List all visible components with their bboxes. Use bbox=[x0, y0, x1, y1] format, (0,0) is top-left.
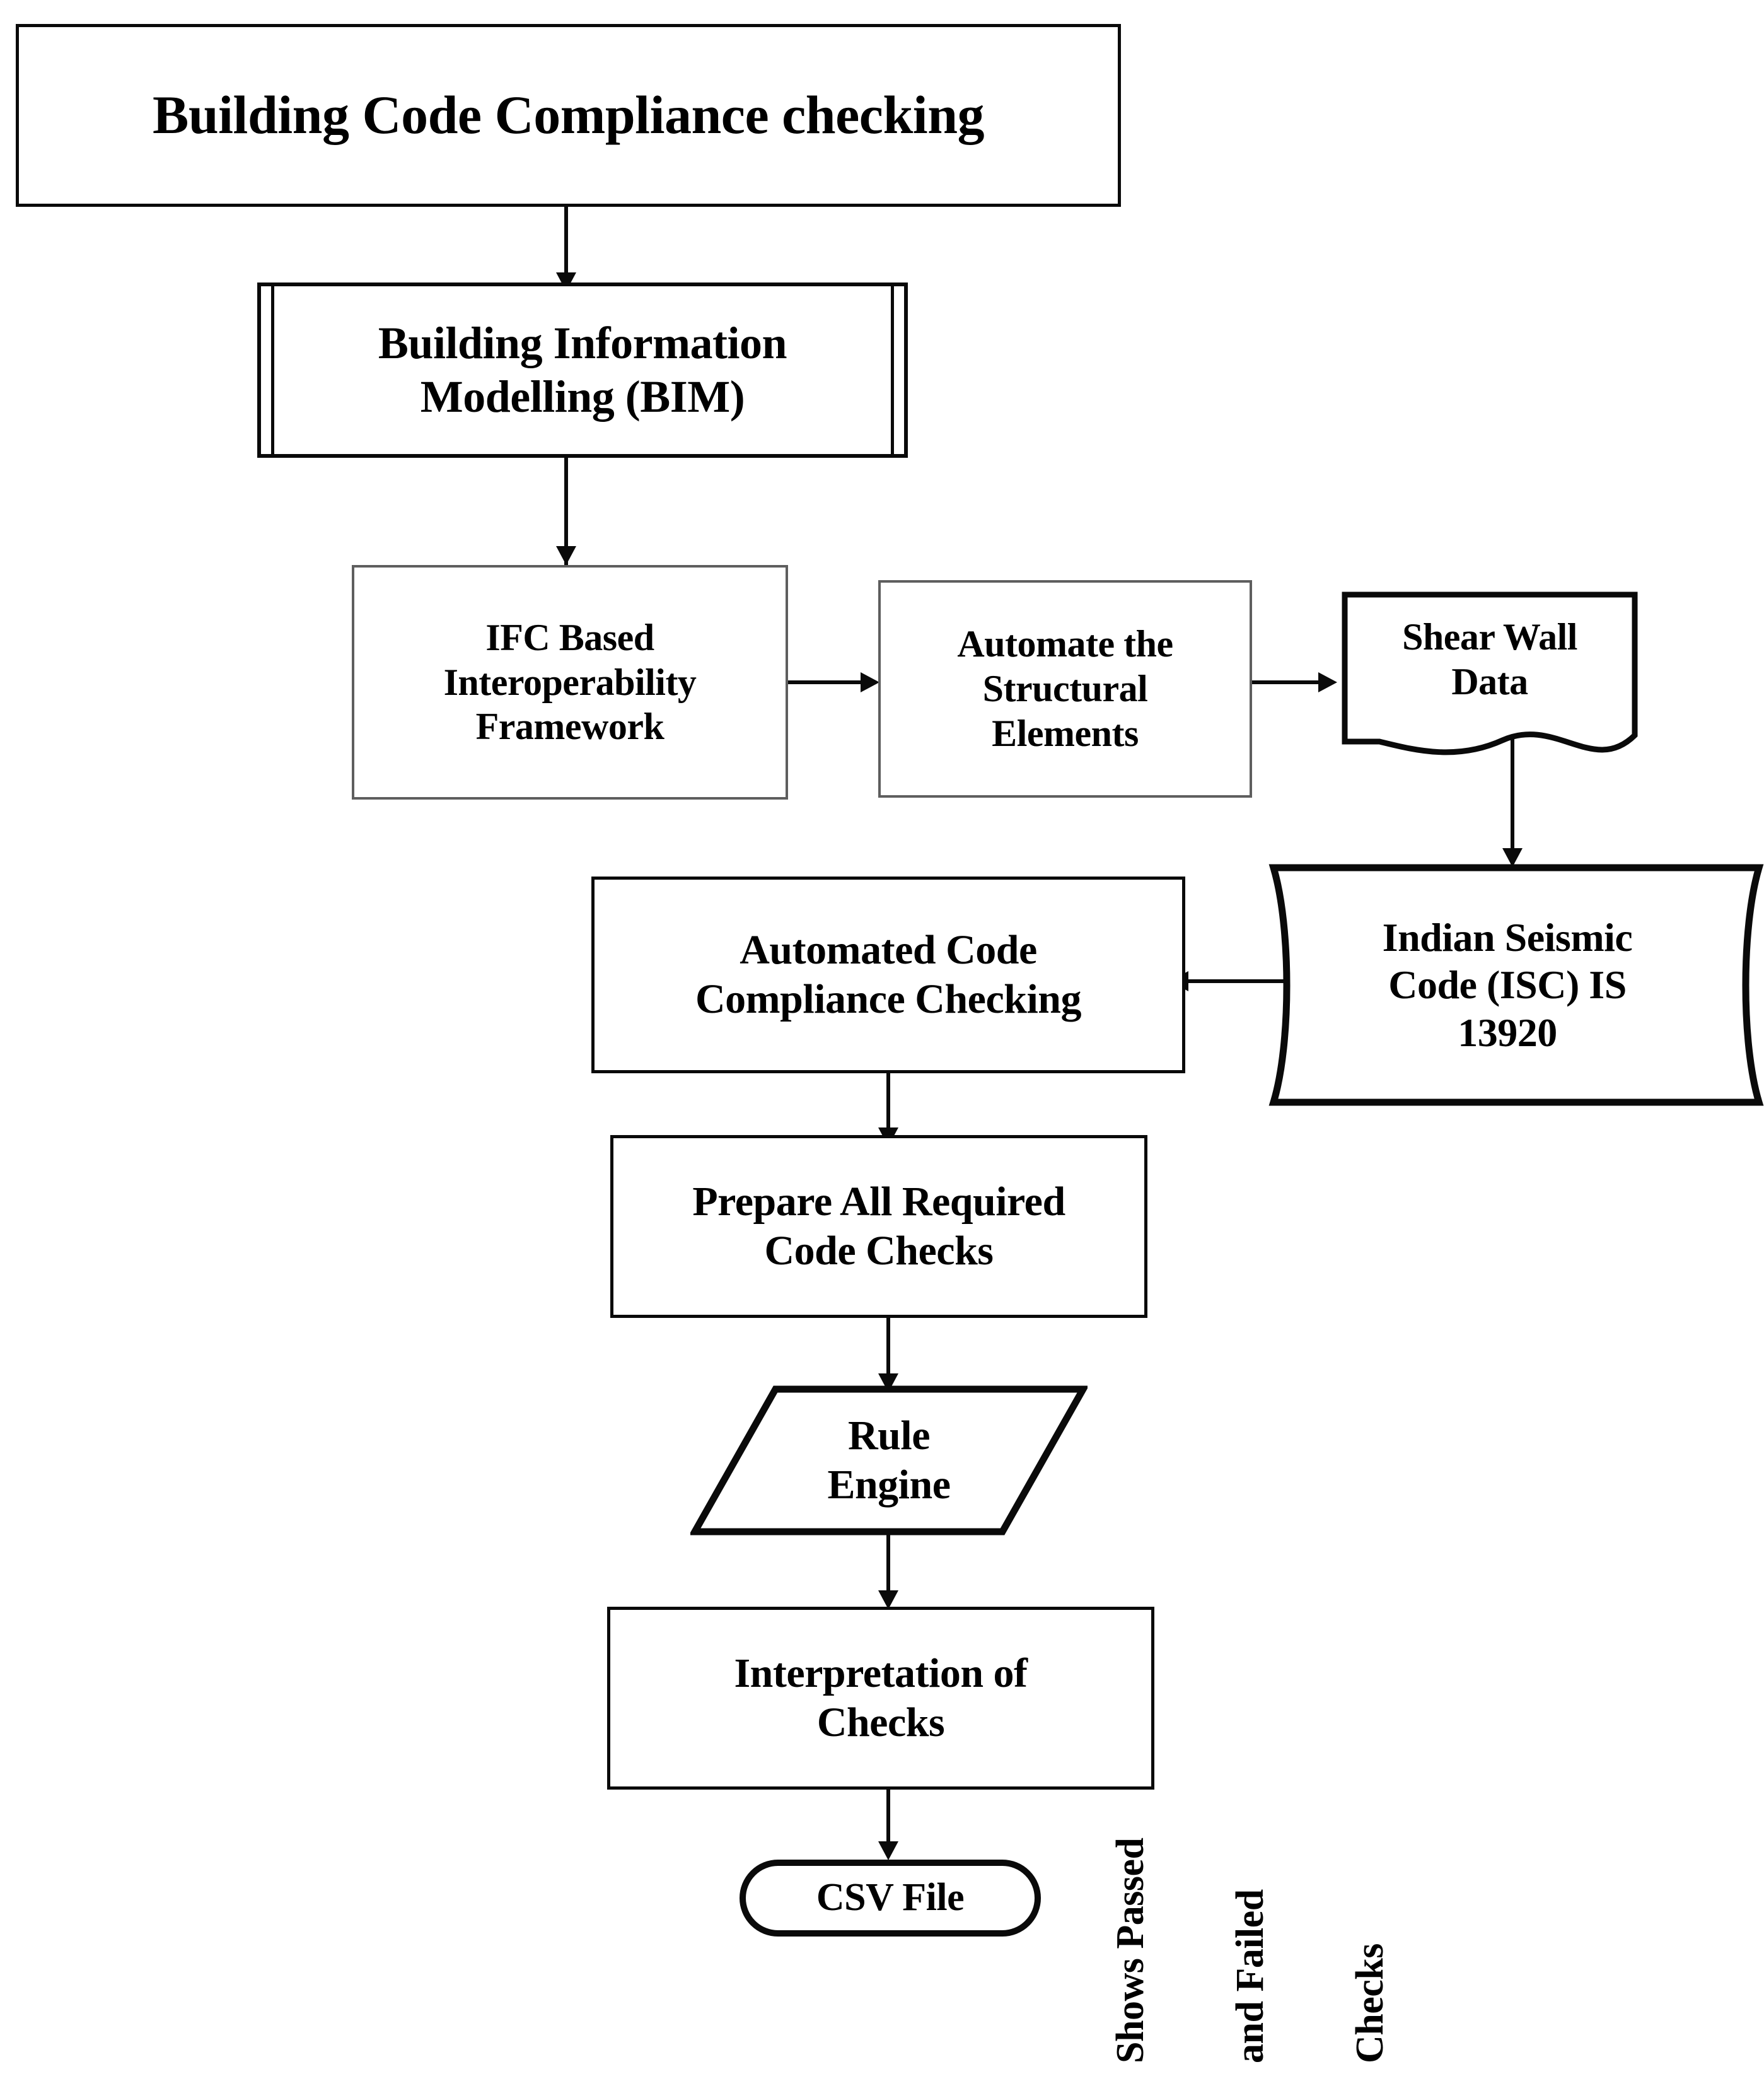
connector-shearwall-to-isc bbox=[1511, 719, 1514, 864]
arrowhead-shearwall-to-isc bbox=[1502, 848, 1523, 867]
node-csv-file[interactable] bbox=[739, 1859, 1042, 1937]
arrowhead-ruleengine-to-interpretation bbox=[878, 1590, 898, 1609]
connector-prepare-to-ruleengine bbox=[886, 1318, 890, 1383]
connector-ifc-to-automate bbox=[788, 680, 873, 684]
annotation-line-1: Shows Passed bbox=[1109, 1838, 1152, 2064]
arrowhead-interpretation-to-csv bbox=[878, 1841, 898, 1860]
connector-title-to-bim bbox=[564, 207, 568, 281]
node-prepare-all-required-code-checks[interactable]: Prepare All Required Code Checks bbox=[610, 1135, 1147, 1318]
node-label: Building Information Modelling (BIM) bbox=[378, 318, 787, 422]
node-label: Interpretation of Checks bbox=[734, 1650, 1028, 1745]
connector-ruleengine-to-interpretation bbox=[886, 1531, 890, 1600]
node-rule-engine[interactable] bbox=[690, 1385, 1088, 1536]
arrowhead-ifc-to-automate bbox=[861, 672, 879, 692]
annotation-csv-note: Shows Passed and Failed Checks bbox=[1031, 1838, 1470, 2064]
node-automate-structural-elements[interactable]: Automate the Structural Elements bbox=[878, 580, 1252, 798]
connector-bim-to-ifc bbox=[564, 458, 568, 565]
node-shear-wall-data-label: Shear Wall Data bbox=[1402, 615, 1577, 702]
node-shear-wall-data[interactable] bbox=[1342, 591, 1638, 774]
node-building-information-modelling[interactable]: Building Information Modelling (BIM) bbox=[257, 283, 908, 458]
connector-isc-to-autocheck bbox=[1185, 979, 1285, 983]
node-csv-file-label: CSV File bbox=[816, 1876, 965, 1920]
connector-interpretation-to-csv bbox=[886, 1790, 890, 1851]
node-label: Automate the Structural Elements bbox=[957, 623, 1173, 754]
node-label: Prepare All Required Code Checks bbox=[692, 1179, 1065, 1274]
node-indian-seismic-code[interactable] bbox=[1261, 864, 1764, 1106]
connector-autocheck-to-prepare bbox=[886, 1073, 890, 1136]
node-interpretation-of-checks[interactable]: Interpretation of Checks bbox=[607, 1607, 1154, 1790]
node-automated-code-compliance-checking[interactable]: Automated Code Compliance Checking bbox=[591, 877, 1185, 1073]
connector-automate-to-shearwall bbox=[1252, 680, 1331, 684]
node-indian-seismic-code-label: Indian Seismic Code (ISC) IS 13920 bbox=[1382, 914, 1633, 1055]
node-label: Automated Code Compliance Checking bbox=[695, 927, 1082, 1022]
node-label: Building Code Compliance checking bbox=[152, 84, 985, 146]
annotation-line-2: and Failed bbox=[1229, 1889, 1272, 2063]
node-building-code-compliance-checking[interactable]: Building Code Compliance checking bbox=[16, 24, 1121, 207]
node-ifc-based-interoperability-framework[interactable]: IFC Based Interoperability Framework bbox=[352, 565, 788, 800]
node-rule-engine-label: Rule Engine bbox=[827, 1413, 951, 1508]
arrowhead-automate-to-shearwall bbox=[1318, 672, 1337, 692]
annotation-line-3: Checks bbox=[1348, 1943, 1391, 2063]
node-label: IFC Based Interoperability Framework bbox=[443, 616, 697, 748]
arrowhead-bim-to-ifc bbox=[556, 546, 576, 565]
